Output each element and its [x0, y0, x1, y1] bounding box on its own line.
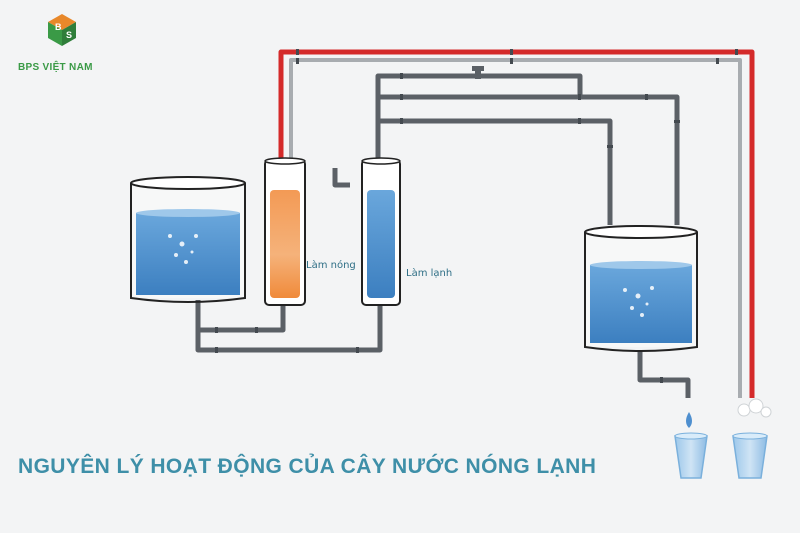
heating-label: Làm nóng	[306, 260, 356, 271]
left-water-tank	[130, 176, 246, 303]
cold-cup-icon	[674, 432, 708, 479]
cold-water-line	[289, 58, 742, 398]
pipe-joints	[215, 49, 738, 383]
cooling-label: Làm lạnh	[406, 268, 453, 279]
right-water-tank	[584, 225, 698, 352]
faucet-icon	[472, 66, 484, 79]
heating-cylinder	[264, 157, 306, 306]
hot-water-pipe	[278, 49, 755, 398]
svg-text:B: B	[55, 22, 62, 32]
water-drop-icon	[686, 412, 692, 428]
hot-cup-icon	[732, 432, 768, 479]
svg-text:S: S	[66, 30, 72, 40]
bps-logo-icon: B S	[48, 14, 76, 46]
cooling-cylinder	[361, 157, 401, 306]
steam-icon	[737, 398, 772, 418]
diagram-title: NGUYÊN LÝ HOẠT ĐỘNG CỦA CÂY NƯỚC NÓNG LẠ…	[18, 455, 597, 478]
brand-name: BPS VIỆT NAM	[18, 62, 93, 73]
